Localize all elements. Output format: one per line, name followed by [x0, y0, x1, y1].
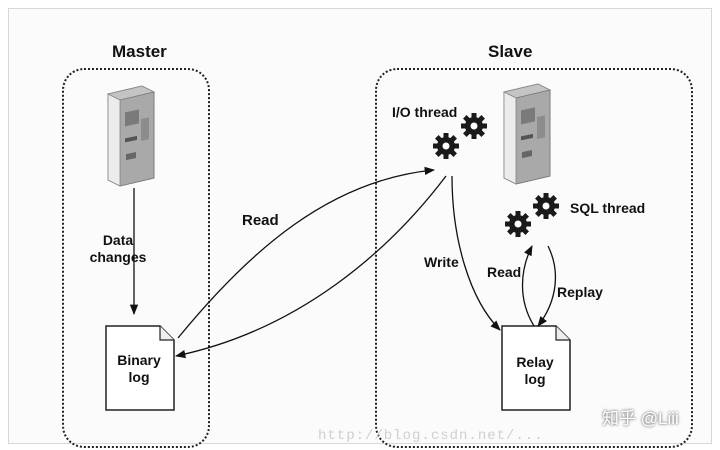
data-changes-label: Data changes	[89, 232, 147, 265]
sql-thread-label: SQL thread	[570, 200, 646, 216]
read-relay-arrow	[521, 245, 535, 327]
relay-read-label: Read	[487, 264, 522, 280]
slave-server-icon	[503, 83, 551, 185]
relay-log-label: Relay log	[516, 354, 554, 387]
binlog-transfer-arrow	[174, 175, 447, 359]
watermark-brand: 知乎 @Liii	[602, 409, 679, 428]
master-panel	[62, 68, 210, 448]
read-request-arrow	[177, 166, 436, 339]
write-arrow	[451, 175, 501, 331]
master-title: Master	[112, 42, 167, 61]
io-thread-label: I/O thread	[392, 104, 458, 120]
replay-label: Replay	[557, 284, 603, 300]
binary-log-label: Binary log	[117, 352, 161, 385]
master-server-icon	[107, 85, 155, 187]
read-label: Read	[242, 212, 279, 229]
watermark-url: http://blog.csdn.net/...	[318, 428, 544, 444]
slave-panel	[375, 68, 693, 448]
replay-arrow	[537, 245, 557, 327]
slave-title: Slave	[488, 42, 533, 61]
sql-thread-gears-icon	[505, 193, 559, 237]
write-label: Write	[424, 254, 459, 270]
